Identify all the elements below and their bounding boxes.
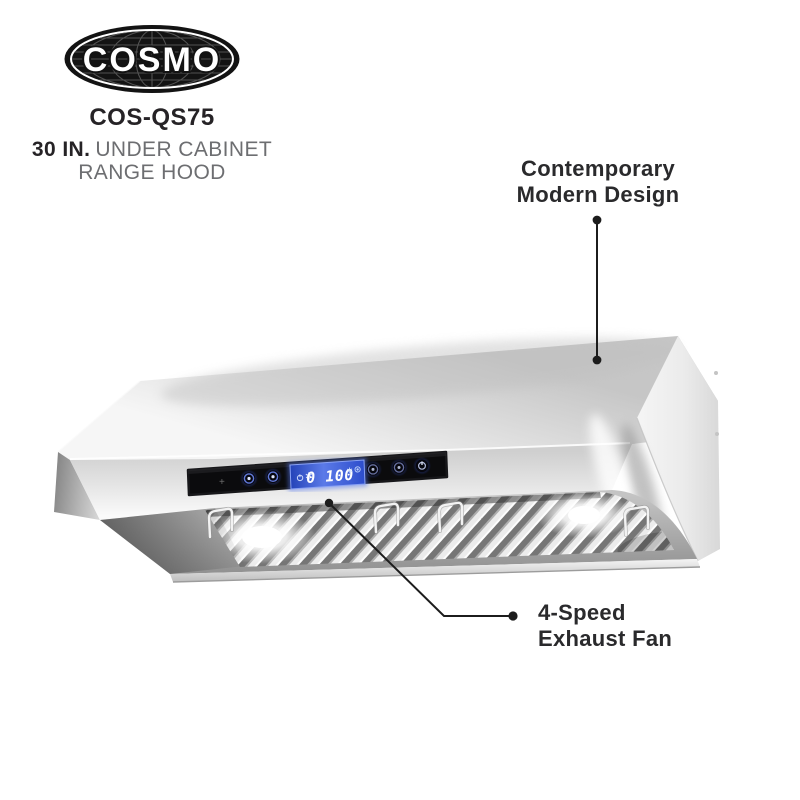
- logo-inner-ring: [70, 29, 234, 89]
- hood-left-cap: [54, 452, 100, 520]
- baffle-handles: [206, 500, 650, 539]
- type-label: UNDER CABINET: [95, 138, 273, 161]
- baffle-handle: [372, 501, 400, 534]
- display-light-icon: [354, 466, 361, 473]
- control-display: 0 100: [287, 457, 368, 492]
- cosmo-logo: COSMO: [64, 25, 240, 93]
- side-screw-detail: [715, 432, 719, 436]
- display-timer-icon: [346, 467, 353, 474]
- model-number: COS-QS75: [89, 104, 215, 131]
- logo-wordmark: COSMO: [83, 41, 221, 79]
- callout-design-line1: Contemporary: [521, 156, 675, 181]
- callout-fan-line2: Exhaust Fan: [538, 626, 673, 651]
- power-button: [413, 456, 431, 475]
- leader-fan: [324, 498, 518, 621]
- callout-leaders: [324, 215, 602, 621]
- product-subtitle-line1: 30 IN.UNDER CABINET: [10, 138, 294, 161]
- touch-button-3: [364, 460, 382, 479]
- hood-bottom-lip: [170, 559, 700, 582]
- panel-plus-mark: +: [219, 477, 225, 488]
- baffle-handle: [206, 506, 234, 539]
- leader-design: [592, 215, 602, 365]
- right-crease-line: [636, 417, 699, 562]
- touch-button-1: [240, 469, 258, 488]
- callout-design-line2: Modern Design: [516, 182, 680, 207]
- control-panel: +: [186, 450, 449, 497]
- touch-button-4: [390, 458, 408, 477]
- brand-block: COSMO COS-QS75 30 IN.UNDER CABINET RANGE…: [10, 24, 294, 184]
- baffle-handle: [436, 500, 464, 533]
- top-left-edge-highlight: [57, 380, 141, 453]
- baffle-handle: [622, 504, 650, 537]
- led-lamp-right: [568, 506, 600, 524]
- baffle-top-shadow: [205, 492, 601, 517]
- display-value: 0 100: [306, 466, 355, 487]
- callout-fan: 4-Speed Exhaust Fan: [538, 600, 672, 652]
- product-subtitle-line2: RANGE HOOD: [78, 161, 226, 184]
- touch-button-2: [264, 467, 282, 486]
- hood-right-panel: [637, 336, 720, 561]
- side-screw-detail: [714, 371, 718, 375]
- front-fold-highlight: [69, 442, 631, 460]
- size-label: 30 IN.: [31, 138, 91, 161]
- bottom-lip-edge: [172, 566, 701, 583]
- callout-design: Contemporary Modern Design: [458, 156, 738, 208]
- display-fan-icon: [305, 472, 313, 480]
- led-lamp-left: [242, 526, 282, 548]
- top-sheen: [160, 337, 680, 407]
- range-hood: +: [54, 336, 720, 583]
- callout-fan-line1: 4-Speed: [538, 600, 626, 625]
